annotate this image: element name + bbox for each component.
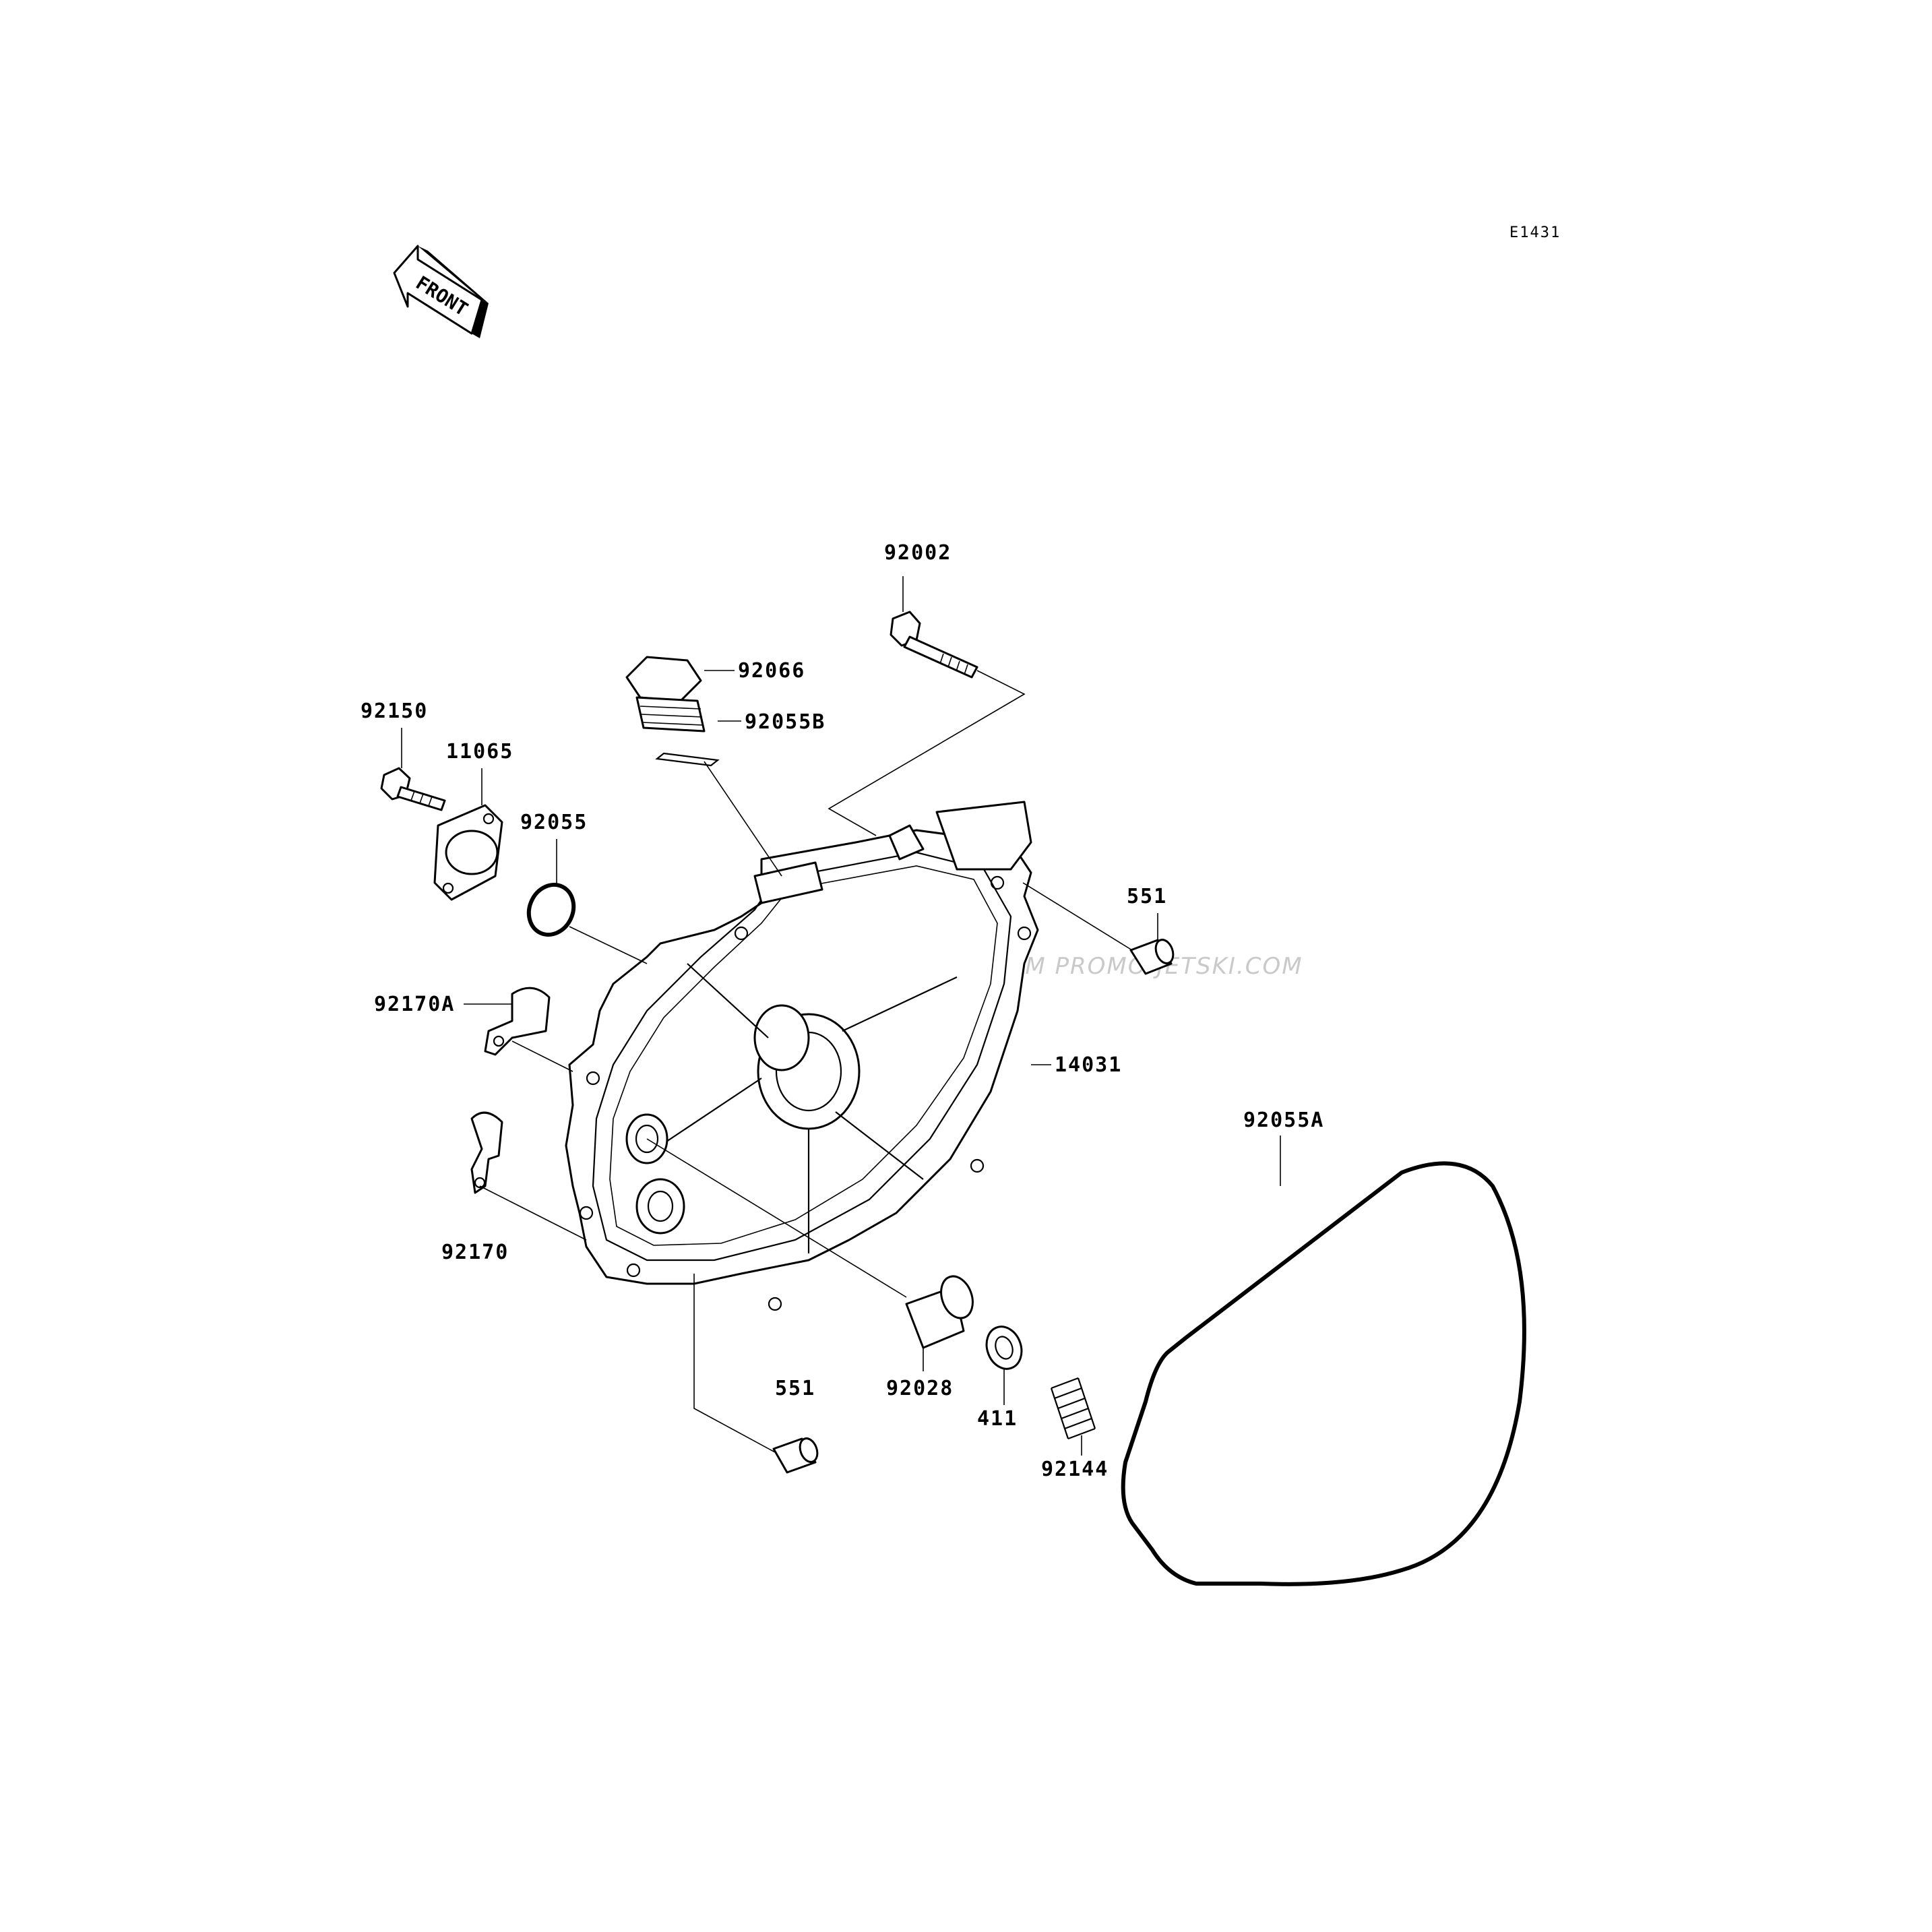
label-92170A: 92170A: [374, 993, 455, 1016]
clamp-92170: [470, 1111, 503, 1194]
o-ring-92055: [526, 883, 576, 937]
spring-92144: [1050, 1377, 1096, 1440]
plug-92066: [625, 656, 706, 733]
leader-lines: [401, 576, 1281, 1456]
label-92028: 92028: [886, 1377, 954, 1400]
label-92170: 92170: [441, 1241, 509, 1264]
dowel-551-top: [1129, 939, 1175, 975]
label-92002: 92002: [884, 541, 952, 565]
label-92055: 92055: [520, 811, 588, 834]
cover-plate-11065: [433, 804, 503, 901]
label-92066: 92066: [738, 659, 805, 683]
engine-cover-14031: [565, 801, 1039, 1311]
label-11065: 11065: [446, 740, 513, 764]
bolt-92150: [380, 767, 446, 811]
label-92144: 92144: [1041, 1458, 1109, 1481]
label-551-bottom: 551: [775, 1377, 815, 1400]
clamp-92170A: [484, 987, 551, 1056]
bolt-92002: [890, 611, 978, 679]
gasket-92055A: [1121, 1161, 1526, 1586]
label-551-top: 551: [1127, 885, 1167, 908]
diagram-code: E1431: [1509, 224, 1561, 241]
bushing-92028: [905, 1275, 974, 1349]
label-92055B: 92055B: [745, 710, 825, 734]
label-92150: 92150: [361, 699, 428, 723]
dowel-551-bottom: [772, 1437, 819, 1474]
washer-92055B: [655, 752, 720, 767]
label-14031: 14031: [1055, 1053, 1122, 1077]
front-arrow-icon: FRONT: [393, 245, 489, 338]
label-92055A: 92055A: [1243, 1109, 1324, 1132]
washer-411: [985, 1326, 1023, 1370]
label-411: 411: [977, 1407, 1018, 1431]
